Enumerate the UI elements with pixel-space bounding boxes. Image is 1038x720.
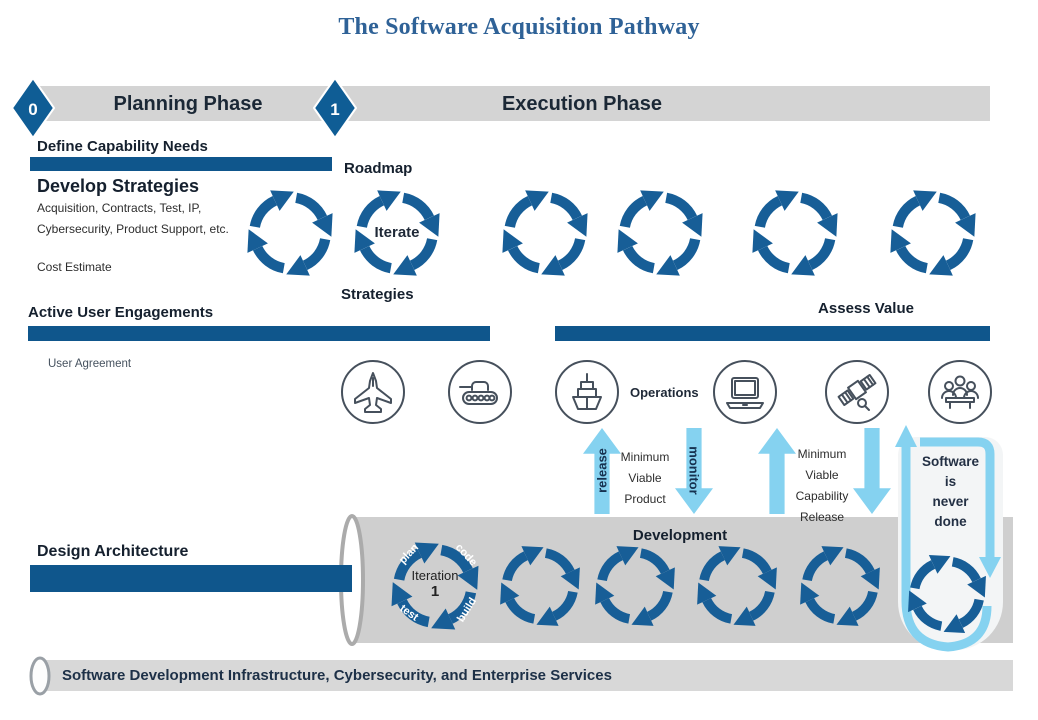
laptop-platform [713, 360, 777, 424]
iteration-cycle-icon [693, 542, 781, 630]
operations-label: Operations [630, 385, 699, 400]
strategies-label: Strategies [341, 286, 414, 303]
fighter-jet-platform [341, 360, 405, 424]
never-done-line: Software [921, 454, 979, 469]
assess-value-bar [555, 326, 990, 341]
never-done-cycle-icon [904, 551, 990, 637]
phase-banner [30, 86, 990, 121]
assess-value-label: Assess Value [818, 300, 914, 317]
iteration-1-text: Iteration 1 [400, 568, 470, 600]
mvp-line: Product [624, 492, 666, 506]
continuous-loop-arrow-icon [895, 425, 1001, 652]
iteration-cycle-icon [496, 542, 584, 630]
user-group-icon [941, 375, 979, 409]
iteration-number: 1 [430, 583, 440, 600]
define-capability-needs-label: Define Capability Needs [37, 138, 208, 155]
user-group-platform [928, 360, 992, 424]
satellite-platform [825, 360, 889, 424]
active-user-engagements-bar [28, 326, 490, 341]
iteration-cycle-icon [498, 186, 592, 280]
tank-platform [448, 360, 512, 424]
strategies-detail-line-2: Cybersecurity, Product Support, etc. [37, 222, 229, 236]
iteration-cycle-icon [613, 186, 707, 280]
page-title: The Software Acquisition Pathway [338, 14, 700, 40]
mvp-text: Minimum Viable Product [600, 447, 690, 510]
mvcr-line: Viable [805, 468, 839, 482]
mvcr-line: Capability [795, 489, 849, 503]
design-architecture-bar [30, 565, 352, 592]
infrastructure-label: Software Development Infrastructure, Cyb… [62, 667, 612, 684]
iteration-word: Iteration [411, 568, 459, 583]
infrastructure-bar [38, 660, 1013, 691]
milestone-0-diamond-icon: 0 [11, 77, 55, 139]
milestone-1-number: 1 [330, 100, 339, 119]
roadmap-label: Roadmap [344, 160, 413, 177]
iterate-label: Iterate [374, 224, 420, 241]
mvcr-line: Minimum [797, 447, 847, 461]
never-done-text: Software is never done [898, 452, 1003, 532]
mvp-line: Minimum [620, 450, 670, 464]
monitor-label: monitor [686, 446, 702, 495]
mvcr-line: Release [799, 510, 845, 524]
never-done-line: never [932, 494, 969, 509]
iteration-cycle-icon [591, 542, 679, 630]
iteration-cycle-icon [243, 186, 337, 280]
milestone-1-diamond-icon: 1 [313, 77, 357, 139]
define-capability-needs-bar [30, 157, 332, 171]
mvp-line: Viable [628, 471, 662, 485]
laptop-icon [726, 377, 764, 409]
development-label: Development [632, 527, 728, 544]
design-architecture-label: Design Architecture [37, 543, 189, 560]
mvcr-text: Minimum Viable Capability Release [777, 444, 867, 528]
never-done-line: is [944, 474, 957, 489]
user-agreement-label: User Agreement [48, 358, 132, 370]
active-user-engagements-label: Active User Engagements [28, 304, 214, 321]
cost-estimate-label: Cost Estimate [37, 260, 112, 274]
navy-ship-icon [572, 373, 602, 410]
iteration-cycle-icon [796, 542, 884, 630]
execution-phase-label: Execution Phase [501, 93, 663, 115]
planning-phase-label: Planning Phase [113, 93, 263, 115]
tank-icon [459, 381, 498, 405]
never-done-line: done [934, 514, 967, 529]
navy-ship-platform [555, 360, 619, 424]
milestone-0-number: 0 [28, 100, 37, 119]
develop-strategies-label: Develop Strategies [37, 176, 200, 196]
strategies-detail-line-1: Acquisition, Contracts, Test, IP, [37, 201, 202, 215]
fighter-jet-icon [354, 372, 392, 413]
satellite-icon [837, 374, 877, 411]
iteration-cycle-icon [748, 186, 842, 280]
iteration-cycle-icon [886, 186, 980, 280]
footer-cap-icon [29, 656, 51, 696]
